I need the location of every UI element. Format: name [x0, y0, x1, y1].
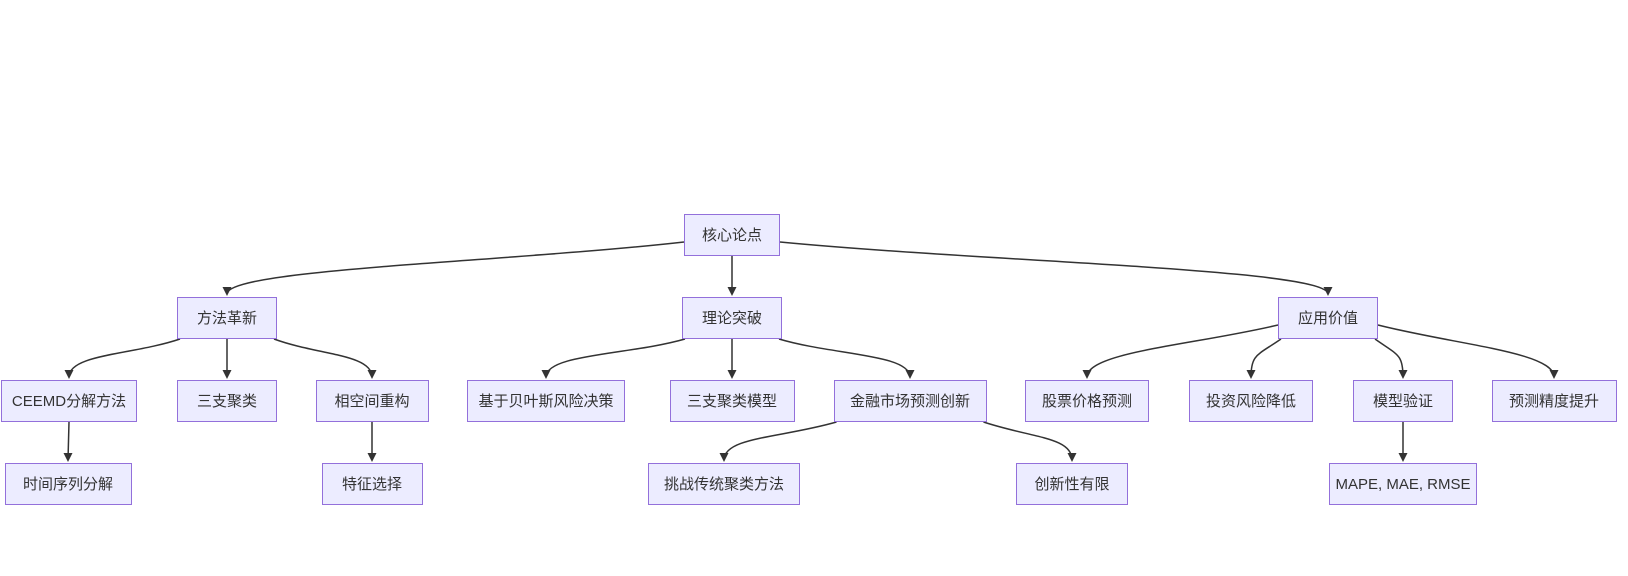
edge-fin_innov-limited: [983, 421, 1073, 461]
arrowhead-fin_innov-limited: [1067, 453, 1077, 462]
arrowhead-phase-feat_sel: [367, 453, 377, 462]
edge-root-method: [226, 241, 685, 295]
edge-value-risk: [1250, 338, 1282, 378]
node-phase: 相空间重构: [315, 380, 429, 422]
node-bayes: 基于贝叶斯风险决策: [467, 380, 625, 422]
arrowhead-theory-fin_innov: [905, 370, 915, 379]
node-challenge: 挑战传统聚类方法: [648, 463, 800, 505]
arrowhead-root-value: [1323, 287, 1333, 296]
arrowhead-value-stock: [1082, 370, 1092, 379]
arrowhead-method-ceemd: [64, 370, 74, 379]
arrowhead-ceemd-ts_decomp: [63, 453, 73, 462]
edge-method-ceemd: [68, 338, 181, 378]
node-value: 应用价值: [1278, 297, 1378, 339]
arrowhead-theory-twc_model: [727, 370, 737, 379]
edge-value-model_val: [1374, 338, 1404, 378]
node-ts_decomp: 时间序列分解: [4, 463, 132, 505]
node-metrics: MAPE, MAE, RMSE: [1329, 463, 1477, 505]
node-fin_innov: 金融市场预测创新: [833, 380, 987, 422]
arrowhead-value-model_val: [1398, 370, 1408, 379]
arrowhead-root-method: [222, 287, 232, 296]
node-feat_sel: 特征选择: [321, 463, 423, 505]
edge-method-phase: [273, 338, 373, 378]
node-model_val: 模型验证: [1353, 380, 1453, 422]
arrowhead-value-risk: [1246, 370, 1256, 379]
arrowhead-model_val-metrics: [1398, 453, 1408, 462]
arrowhead-root-theory: [727, 287, 737, 296]
arrowhead-value-precision: [1549, 370, 1559, 379]
arrowhead-method-phase: [367, 370, 377, 379]
node-precision: 预测精度提升: [1491, 380, 1617, 422]
node-root: 核心论点: [684, 214, 780, 256]
edge-value-stock: [1086, 324, 1279, 378]
node-three_way: 三支聚类: [177, 380, 277, 422]
edge-root-value: [779, 241, 1329, 295]
arrowhead-method-three_way: [222, 370, 232, 379]
node-theory: 理论突破: [682, 297, 782, 339]
node-twc_model: 三支聚类模型: [669, 380, 795, 422]
node-stock: 股票价格预测: [1025, 380, 1149, 422]
edge-value-precision: [1377, 324, 1555, 378]
arrowhead-fin_innov-challenge: [719, 453, 729, 462]
node-limited: 创新性有限: [1016, 463, 1128, 505]
node-method: 方法革新: [177, 297, 277, 339]
node-risk: 投资风险降低: [1189, 380, 1313, 422]
arrowhead-theory-bayes: [541, 370, 551, 379]
edge-theory-fin_innov: [778, 338, 911, 378]
edge-theory-bayes: [545, 338, 686, 378]
node-ceemd: CEEMD分解方法: [1, 380, 137, 422]
edge-fin_innov-challenge: [723, 421, 837, 461]
